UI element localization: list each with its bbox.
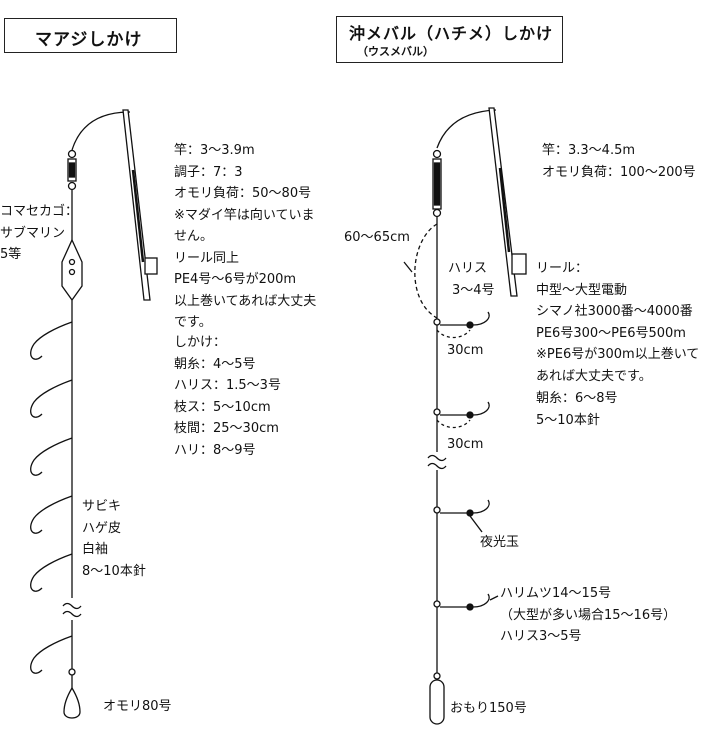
right-loop xyxy=(414,223,438,319)
spec-line: 竿：3〜3.9m xyxy=(174,143,255,158)
spec-line: ※マダイ竿は向いていま xyxy=(174,207,315,223)
hook-info-line: ハリムツ14〜15号 xyxy=(500,586,612,601)
right-reel-specs: リール： 中型〜大型電動 シマノ社3000番〜4000番 PE6号300〜PE6… xyxy=(536,258,699,387)
right-main-line-specs: 朝糸：6〜8号 5〜10本針 xyxy=(536,388,618,431)
right-spacing-1: 30cm xyxy=(447,343,484,358)
right-hook-info: ハリムツ14〜15号 （大型が多い場合15〜16号） ハリス3〜5号 xyxy=(500,583,676,648)
left-title: マアジしかけ xyxy=(35,30,143,50)
right-break xyxy=(427,454,447,470)
right-harisu: ハリス 3〜4号 xyxy=(448,258,495,301)
left-hooks xyxy=(30,321,73,674)
float-label-line: 5等 xyxy=(0,247,22,262)
hook-line: 8〜10本針 xyxy=(82,563,146,579)
right-rod-tip xyxy=(436,109,497,149)
spec-line: です。 xyxy=(174,315,212,330)
right-dropper-4 xyxy=(433,593,499,611)
left-sinker-label: オモリ80号 xyxy=(103,699,172,714)
shikake-line: ハリ：8〜9号 xyxy=(174,442,256,458)
right-reel xyxy=(511,253,527,275)
hook-info-line: （大型が多い場合15〜16号） xyxy=(500,607,677,623)
reel-line: あれば大丈夫です。 xyxy=(536,368,652,384)
left-reel xyxy=(144,257,158,275)
shikake-line: 朝糸：4〜5号 xyxy=(174,356,256,372)
right-spacing-2: 30cm xyxy=(447,437,484,452)
reel-line: ※PE6号が300m以上巻いて xyxy=(536,347,700,362)
main-line-spec: 朝糸：6〜8号 xyxy=(536,391,618,406)
reel-line: 中型〜大型電動 xyxy=(536,282,628,298)
shikake-line: 枝ス：5〜10cm xyxy=(174,399,271,415)
rod-line: オモリ負荷：100〜200号 xyxy=(542,164,696,180)
main-line-spec: 5〜10本針 xyxy=(536,412,600,428)
right-dropper-1 xyxy=(433,311,490,339)
left-break xyxy=(62,602,82,618)
right-bead-label: 夜光玉 xyxy=(480,535,520,550)
spec-line: PE4号〜6号が200m xyxy=(174,272,297,287)
spec-line: せん。 xyxy=(174,229,214,244)
float-label-line: コマセカゴ： xyxy=(0,204,79,219)
right-sinker xyxy=(429,679,445,725)
shikake-line: ハリス：1.5〜3号 xyxy=(174,378,281,393)
left-hook-labels: サビキ ハゲ皮 白袖 8〜10本針 xyxy=(82,496,146,582)
left-title-box: マアジしかけ xyxy=(4,18,177,53)
spec-line: 調子：7：3 xyxy=(174,164,243,180)
right-dropper-3 xyxy=(433,499,490,533)
right-sinker-label: おもり150号 xyxy=(450,701,527,716)
hook-info-line: ハリス3〜5号 xyxy=(500,629,582,644)
spec-line: オモリ負荷：50〜80号 xyxy=(174,186,312,201)
left-specs: 竿：3〜3.9m 調子：7：3 オモリ負荷：50〜80号 ※マダイ竿は向いていま… xyxy=(174,140,316,334)
left-float-labels: コマセカゴ： サブマリン 5等 xyxy=(0,201,78,266)
rod-line: 竿：3.3〜4.5m xyxy=(542,143,636,158)
harisu-line: 3〜4号 xyxy=(452,282,495,298)
left-shikake: しかけ： 朝糸：4〜5号 ハリス：1.5〜3号 枝ス：5〜10cm 枝間：25〜… xyxy=(174,332,281,461)
right-subtitle: （ウスメバル） xyxy=(357,45,434,58)
harisu-line: ハリス xyxy=(448,261,488,276)
shikake-line: 枝間：25〜30cm xyxy=(174,421,279,436)
reel-line: シマノ社3000番〜4000番 xyxy=(536,304,693,319)
spec-line: リール同上 xyxy=(174,250,240,266)
reel-line: リール： xyxy=(536,261,589,276)
reel-line: PE6号300〜PE6号500m xyxy=(536,325,686,341)
left-sinker xyxy=(63,686,81,719)
hook-line: サビキ xyxy=(82,499,122,514)
right-title: 沖メバル（ハチメ）しかけ xyxy=(349,24,554,43)
spec-line: 以上巻いてあれば大丈夫 xyxy=(174,293,317,309)
right-dropper-2 xyxy=(433,401,490,429)
left-rod-tip xyxy=(71,111,131,151)
hook-line: 白袖 xyxy=(82,542,109,557)
float-label-line: サブマリン xyxy=(0,225,66,241)
hook-line: ハゲ皮 xyxy=(82,520,122,536)
right-title-box: 沖メバル（ハチメ）しかけ （ウスメバル） xyxy=(336,16,563,63)
shikake-line: しかけ： xyxy=(174,335,227,350)
right-loop-length: 60〜65cm xyxy=(344,230,410,245)
right-rod-specs: 竿：3.3〜4.5m オモリ負荷：100〜200号 xyxy=(542,140,696,183)
